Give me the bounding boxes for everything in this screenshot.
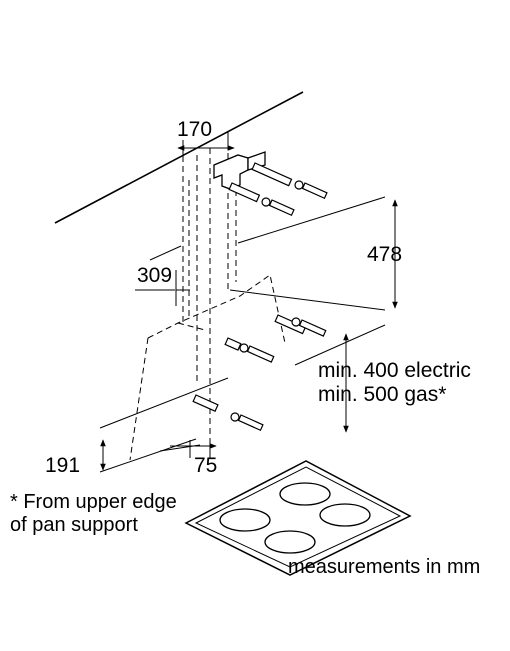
dimension-309-label: 309: [137, 264, 172, 287]
clearance-electric-label: min. 400 electric: [318, 359, 471, 382]
footnote-line-2: of pan support: [10, 514, 138, 536]
hood-canopy-outline: [129, 274, 286, 461]
units-note: measurements in mm: [288, 556, 480, 578]
dimension-309: [175, 270, 190, 306]
screw-mid-2: [224, 337, 275, 363]
cooktop: [184, 460, 412, 576]
wall-perspective-lines: [99, 196, 386, 473]
screw-top-1: [251, 162, 328, 200]
screw-top-2: [228, 182, 295, 217]
screw-low-1: [192, 394, 264, 432]
screws: [192, 162, 328, 432]
dimension-191-label: 191: [45, 454, 80, 477]
dimension-170: [177, 132, 235, 158]
burner-right: [319, 503, 371, 527]
dimension-170-label: 170: [177, 118, 212, 141]
ceiling-line: [54, 91, 304, 224]
burner-bottom: [264, 530, 316, 554]
burner-left: [219, 508, 271, 532]
footnote-line-1: * From upper edge: [10, 491, 177, 513]
burner-top: [279, 482, 331, 506]
clearance-gas-label: min. 500 gas*: [318, 383, 446, 406]
chimney-outline: [182, 143, 237, 445]
dimension-478-label: 478: [367, 243, 402, 266]
dimension-75: [170, 440, 217, 458]
screw-mid-1: [274, 314, 327, 337]
dimension-75-label: 75: [194, 454, 217, 477]
